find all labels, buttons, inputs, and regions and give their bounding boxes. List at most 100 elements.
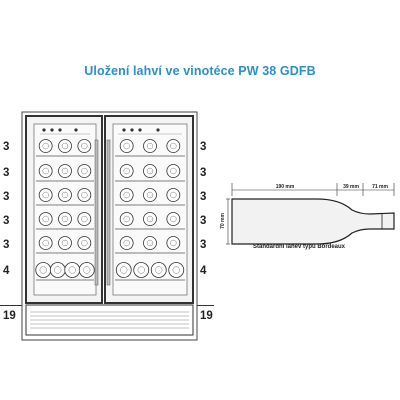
bottle-punt [155,266,163,274]
bottle-punt [123,215,130,223]
bottle-end [150,262,167,278]
bottle-end [119,139,134,153]
right-shelf-count: 3 [200,141,207,153]
bottle-punt [81,215,88,223]
left-total-count: 19 [3,310,16,322]
bottle-punt [146,167,154,175]
bottle-punt [123,239,130,247]
bottle-end [119,212,134,226]
bottle-punt [42,191,49,199]
right-shelf-count: 3 [200,191,207,203]
dim-diameter-label: 70 mm [220,213,226,229]
bottle-end [58,188,72,202]
right-shelf-count: 4 [200,265,207,277]
bottle-punt [83,266,91,274]
bottle-punt [146,191,154,199]
bottle-punt [170,191,177,199]
bottle-punt [81,167,88,175]
bottle-end [49,262,66,278]
bottle-end [58,164,72,178]
bottle-end [58,139,72,153]
bottle-punt [123,167,130,175]
right-control-panel [118,128,182,135]
bottle-punt [42,142,49,150]
dim-body-label: 190 mm [276,184,295,190]
bottle-punt [61,191,69,199]
left-shelf-count: 3 [3,215,10,227]
right-shelf-count: 3 [200,167,207,179]
bottle-punt [146,142,154,150]
bottle-end [166,236,181,250]
right-shelf-count: 3 [200,215,207,227]
bottle-end [115,262,132,278]
bottle-end [168,262,185,278]
right-total-line [184,305,214,306]
bottle-end [166,164,181,178]
bottle-punt [61,167,69,175]
bottle-end [38,212,53,226]
bottle-caption: Standardní lahev typu Bordeaux [253,244,346,250]
bottle-end [166,139,181,153]
bottle-end [119,164,134,178]
left-shelf-count: 3 [3,191,10,203]
bottle-end [143,139,157,153]
bottle-punt [137,266,145,274]
bottle-punt [146,215,154,223]
bottle-end [64,262,81,278]
bottle-end [35,262,52,278]
bottle-punt [42,239,49,247]
bottle-end [38,164,53,178]
bottle-end [77,139,92,153]
bottle-end [78,262,95,278]
left-total-line [0,305,22,306]
bottle-punt [81,191,88,199]
left-shelf-count: 3 [3,239,10,251]
bottle-end [166,212,181,226]
dim-shoulder-label: 39 mm [343,184,359,190]
left-control-panel [40,128,90,135]
bottle-punt [42,215,49,223]
dim-neck-label: 71 mm [372,184,388,190]
bottle-end [143,188,157,202]
bottle-end [143,236,157,250]
bottle-end [38,236,53,250]
bottle-punt [170,215,177,223]
bottle-punt [54,266,62,274]
bottle-punt [123,142,130,150]
bordeaux-bottle-drawing: 190 mm 39 mm 71 mm 70 mm [220,183,395,245]
right-shelf-count: 3 [200,239,207,251]
bottle-punt [42,167,49,175]
bottle-end [38,139,53,153]
bottle-punt [61,142,69,150]
left-shelf-count: 3 [3,141,10,153]
bottle-punt [39,266,47,274]
bottle-end [133,262,150,278]
page-title: Uložení lahví ve vinotéce PW 38 GDFB [84,64,316,78]
bottle-end [77,212,92,226]
bottle-punt [61,215,69,223]
bottle-punt [81,239,88,247]
bottle-end [58,212,72,226]
bottle-end [38,188,53,202]
bottle-punt [68,266,76,274]
bottle-punt [120,266,128,274]
bottle-end [119,188,134,202]
bottle-end [77,188,92,202]
bottle-end [58,236,72,250]
bottle-punt [170,167,177,175]
bottle-punt [170,142,177,150]
bottle-end [166,188,181,202]
bottle-end [119,236,134,250]
bottle-punt [172,266,180,274]
bottle-end [77,164,92,178]
right-total-count: 19 [200,310,213,322]
bottle-end [77,236,92,250]
left-shelf-count: 3 [3,167,10,179]
bottle-punt [170,239,177,247]
bottle-punt [146,239,154,247]
bottle-shelves [35,139,185,281]
left-shelf-count: 4 [3,265,10,277]
bottle-punt [61,239,69,247]
bottle-end [143,212,157,226]
